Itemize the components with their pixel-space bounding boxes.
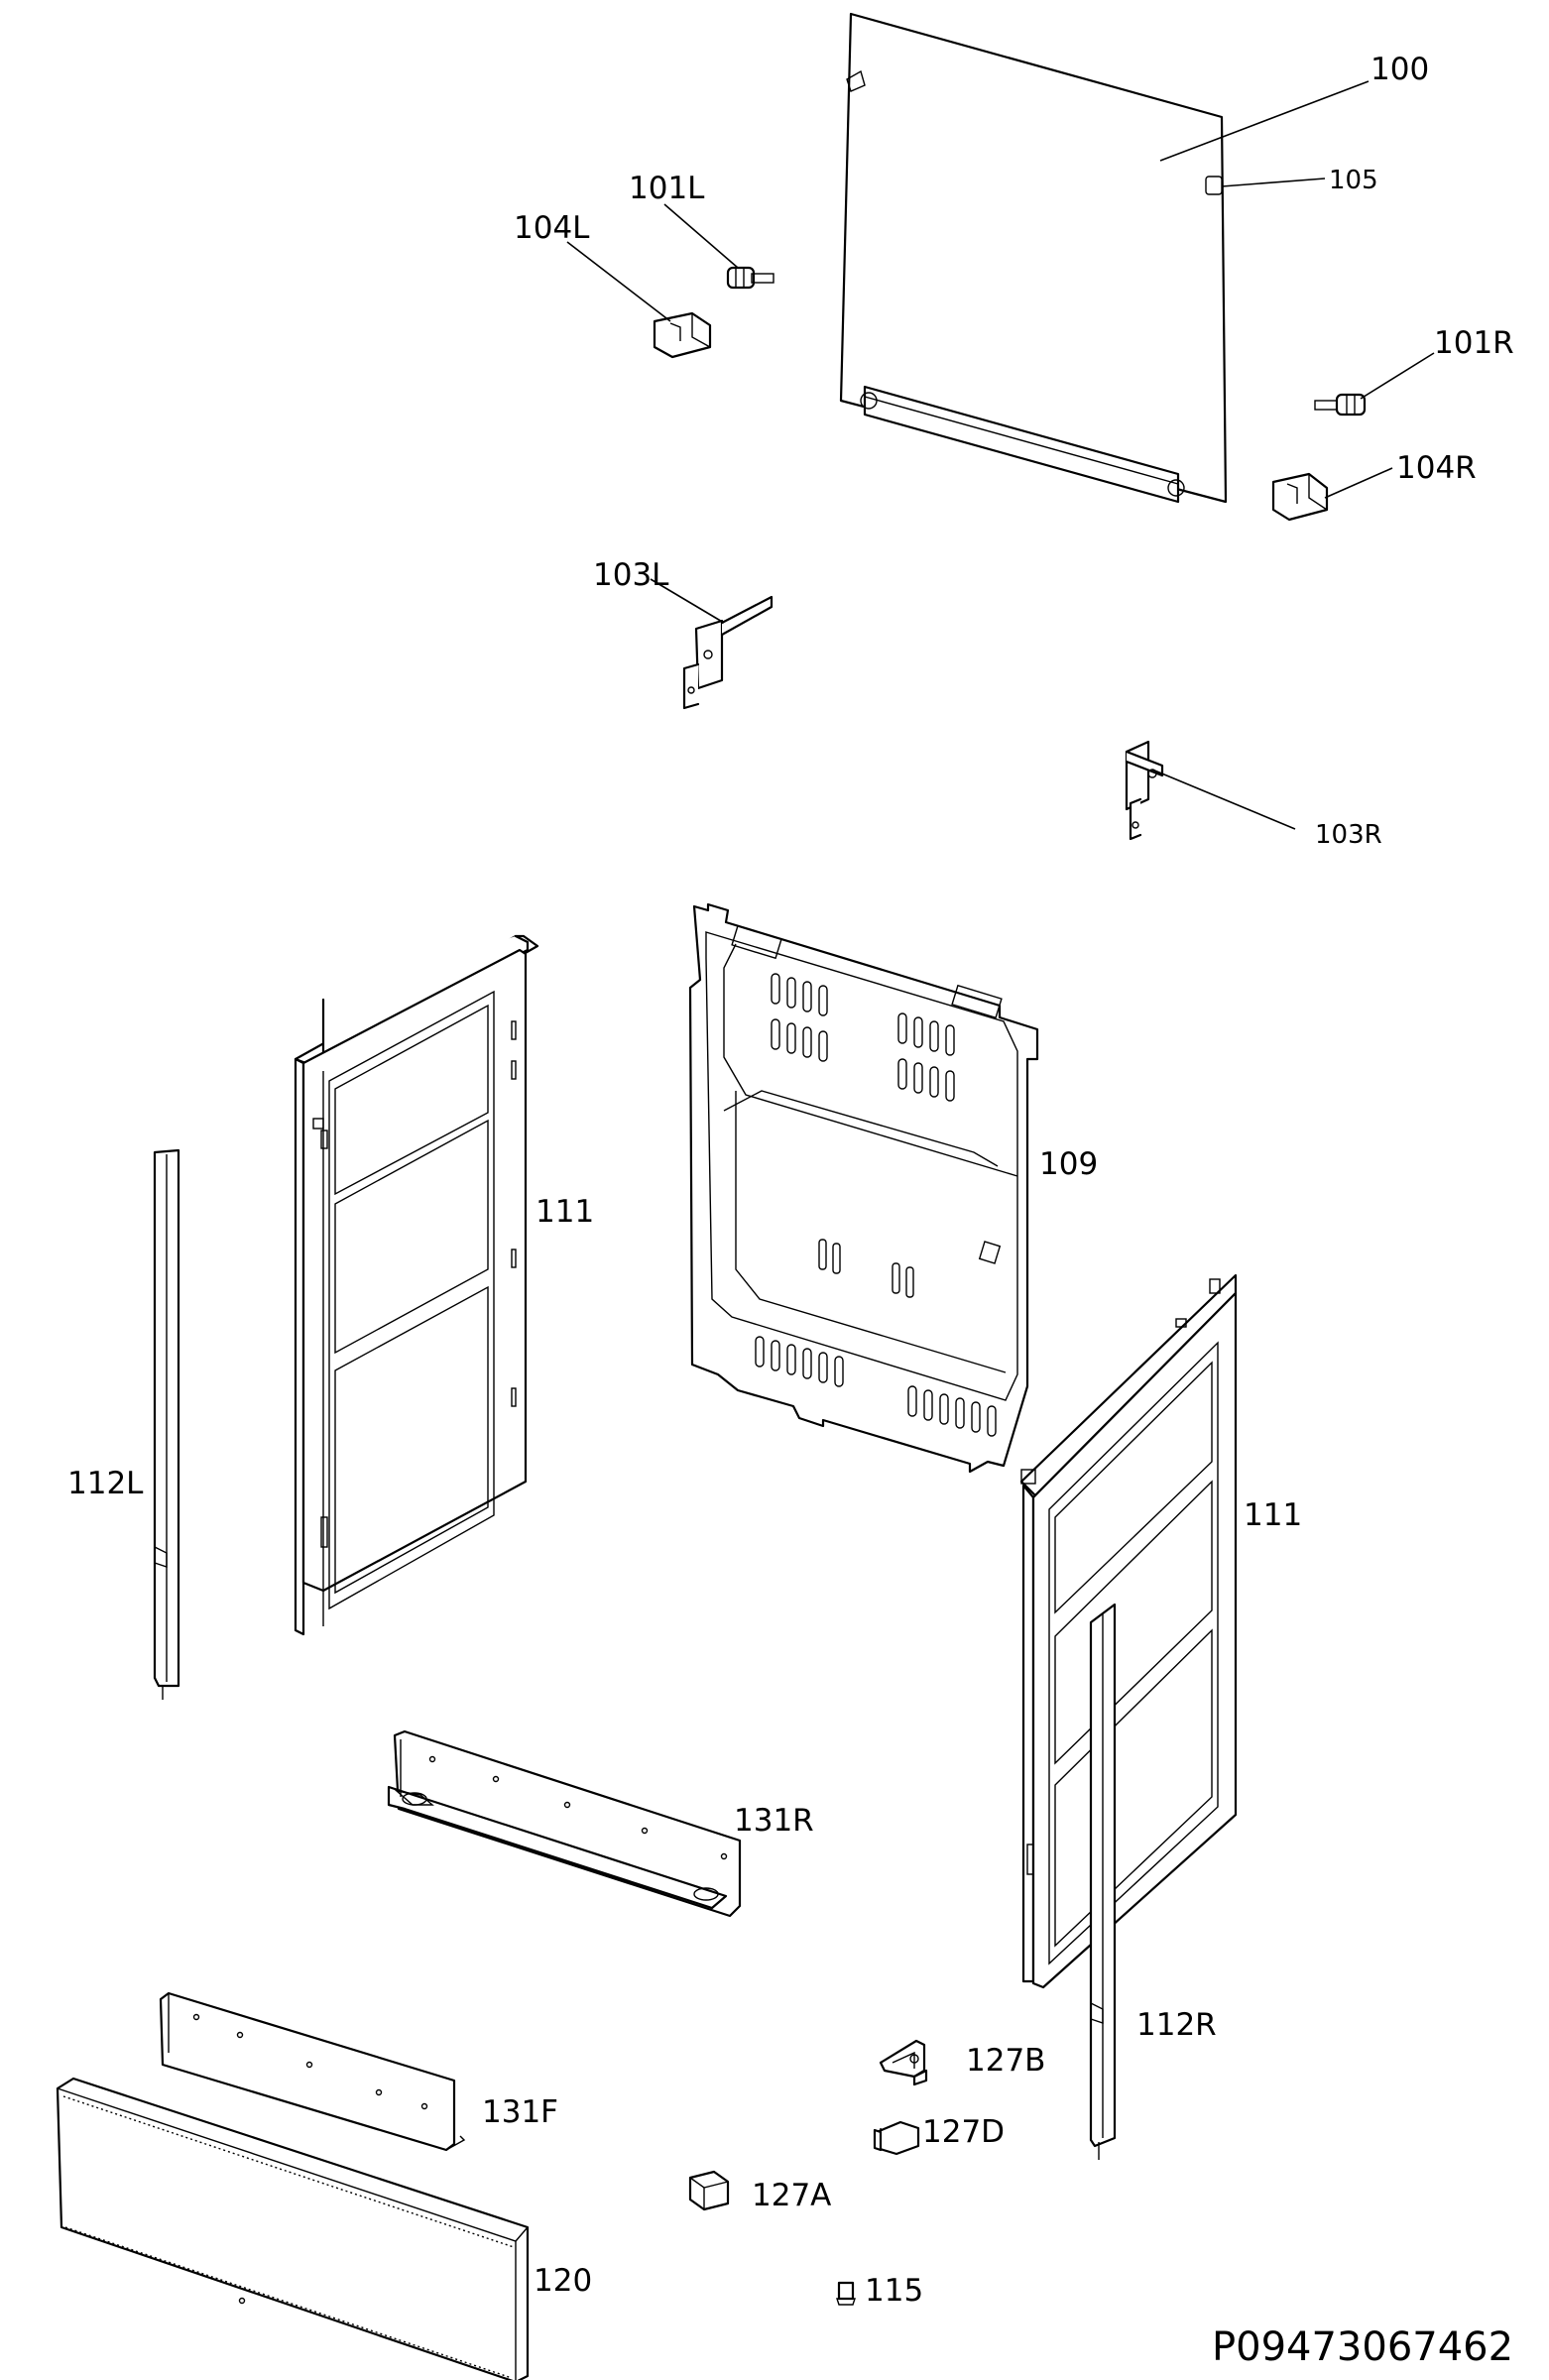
part-111-right-side-frame <box>1019 1273 1238 1989</box>
label-131R: 131R <box>734 1803 814 1839</box>
part-109-rear-panel <box>688 902 1039 1474</box>
leader-100 <box>1159 80 1370 162</box>
part-112L-trim-strip <box>153 1148 180 1700</box>
label-104R: 104R <box>1396 450 1477 486</box>
label-120: 120 <box>534 2263 592 2299</box>
label-127B: 127B <box>966 2043 1045 2079</box>
part-127D-clip <box>873 2120 920 2156</box>
leader-101L <box>663 203 739 269</box>
part-127A-foot <box>688 2170 730 2211</box>
leader-101R <box>1360 352 1435 400</box>
part-127B-clip <box>879 2039 928 2086</box>
label-112L: 112L <box>67 1466 144 1501</box>
label-103L: 103L <box>593 557 669 593</box>
label-105: 105 <box>1329 166 1378 195</box>
part-112R-trim-strip <box>1089 1603 1117 2160</box>
label-109: 109 <box>1039 1146 1098 1182</box>
label-104L: 104L <box>514 210 590 246</box>
label-127D: 127D <box>922 2114 1005 2150</box>
label-100: 100 <box>1370 52 1429 87</box>
part-111-left-side-frame <box>294 934 539 1636</box>
label-111-right: 111 <box>1244 1497 1302 1533</box>
leader-104R <box>1324 467 1393 499</box>
part-103L-hinge-bracket <box>682 595 774 710</box>
leader-105 <box>1221 178 1326 187</box>
label-115: 115 <box>865 2273 923 2309</box>
leader-103R <box>1151 769 1296 830</box>
part-104L-bracket <box>653 311 712 359</box>
part-101L-pin <box>726 266 774 290</box>
part-100-back-panel <box>839 12 1228 504</box>
label-101R: 101R <box>1434 325 1514 361</box>
part-104R-bracket <box>1271 472 1329 522</box>
part-103R-hinge-bracket <box>1125 740 1164 841</box>
label-112R: 112R <box>1136 2007 1217 2043</box>
label-127A: 127A <box>752 2178 831 2213</box>
document-id: P09473067462 <box>1212 2324 1513 2370</box>
part-115-screw <box>836 2281 856 2306</box>
part-120-kick-panel <box>56 2077 530 2380</box>
part-131R-rear-rail <box>387 1729 742 1918</box>
leader-103L <box>650 578 725 624</box>
part-131F-front-rail <box>159 1991 466 2152</box>
label-101L: 101L <box>629 171 705 206</box>
leader-104L <box>566 241 671 322</box>
part-101R-pin <box>1314 393 1367 416</box>
label-131F: 131F <box>482 2094 558 2130</box>
label-103R: 103R <box>1315 820 1382 850</box>
label-111-left: 111 <box>536 1194 594 1230</box>
